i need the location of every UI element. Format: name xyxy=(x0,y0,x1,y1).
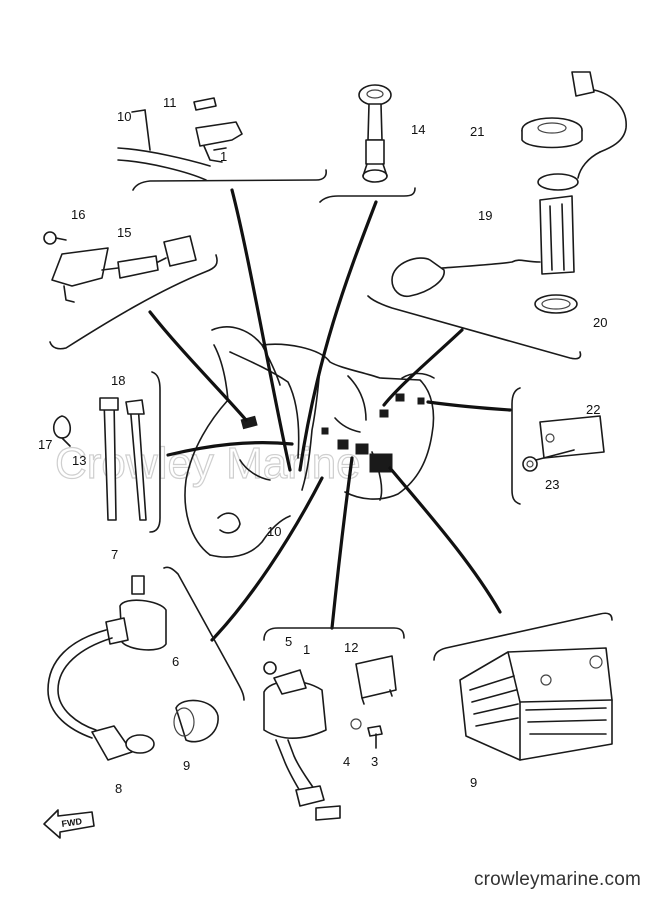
callout-16: 16 xyxy=(71,207,85,222)
cable-ties xyxy=(52,397,147,521)
site-footer: crowleymarine.com xyxy=(473,869,641,890)
callout-12: 12 xyxy=(344,640,358,655)
callout-2: 3 xyxy=(371,754,378,769)
callout-1-cdi: 1 xyxy=(303,642,310,657)
wire-harness-top xyxy=(117,97,243,181)
callout-22: 22 xyxy=(586,402,600,417)
callout-19: 19 xyxy=(478,208,492,223)
callout-6: 7 xyxy=(111,547,118,562)
callout-10: 10 xyxy=(117,109,131,124)
fwd-arrow: FWD xyxy=(43,809,95,839)
callout-15: 15 xyxy=(117,225,131,240)
callout-8: 9 xyxy=(183,758,190,773)
callout-11: 11 xyxy=(163,95,177,110)
callout-23: 23 xyxy=(545,477,559,492)
callout-7: 8 xyxy=(115,781,122,796)
callout-3: 4 xyxy=(343,754,350,769)
callout-18: 18 xyxy=(111,373,125,388)
plate-part-22 xyxy=(522,415,605,472)
fwd-label: FWD xyxy=(61,816,83,829)
relay-part-15 xyxy=(43,231,197,303)
callout-17: 17 xyxy=(38,437,52,452)
fuel-sender-assembly xyxy=(391,71,627,314)
callout-5: 6 xyxy=(172,654,179,669)
bracket-lines xyxy=(49,169,613,701)
scooter-outline xyxy=(184,326,435,558)
callout-14: 14 xyxy=(411,122,425,137)
cdi-unit-assembly xyxy=(263,655,397,821)
callout-10-center: 10 xyxy=(267,524,281,539)
ignition-coil-assembly xyxy=(47,575,219,761)
battery-part-9 xyxy=(459,647,613,761)
callout-numbers: 10 11 1 14 21 19 16 15 20 18 22 17 13 23… xyxy=(38,95,607,796)
leader-lines xyxy=(148,188,512,642)
callout-13: 13 xyxy=(72,453,86,468)
socket-part-14 xyxy=(358,84,392,183)
callout-4: 5 xyxy=(285,634,292,649)
callout-9: 9 xyxy=(470,775,477,790)
callout-1: 1 xyxy=(220,149,227,164)
callout-20: 20 xyxy=(593,315,607,330)
callout-21: 21 xyxy=(470,124,484,139)
